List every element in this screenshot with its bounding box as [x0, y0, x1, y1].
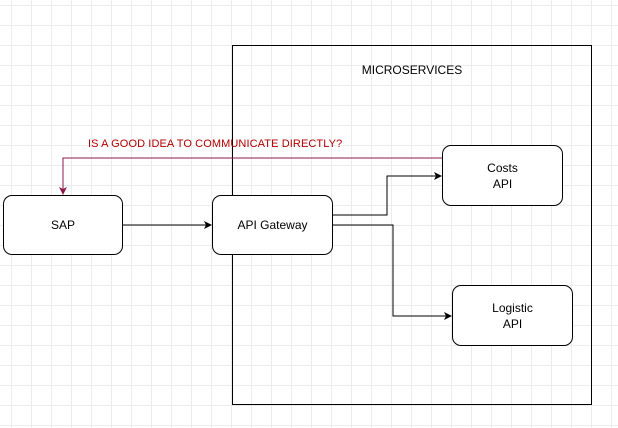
node-costs-api-line2: API: [492, 176, 513, 191]
node-logistic-api[interactable]: Logistic API: [452, 285, 573, 346]
node-sap[interactable]: SAP: [3, 195, 123, 255]
node-api-gateway-label: API Gateway: [237, 218, 308, 232]
node-logistic-api-line2: API: [502, 316, 523, 331]
edge-gateway-to-costs: [332, 172, 442, 216]
node-api-gateway[interactable]: API Gateway: [212, 195, 333, 255]
node-logistic-api-line1: Logistic: [492, 300, 533, 315]
communication-question-label: IS A GOOD IDEA TO COMMUNICATE DIRECTLY?: [88, 138, 343, 150]
node-costs-api-line1: Costs: [487, 160, 518, 175]
microservices-title: MICROSERVICES: [361, 63, 463, 77]
node-sap-label: SAP: [50, 218, 75, 232]
edge-costs-to-sap: [59, 157, 443, 195]
edge-gateway-to-logistic: [332, 224, 452, 320]
node-costs-api[interactable]: Costs API: [442, 145, 563, 206]
